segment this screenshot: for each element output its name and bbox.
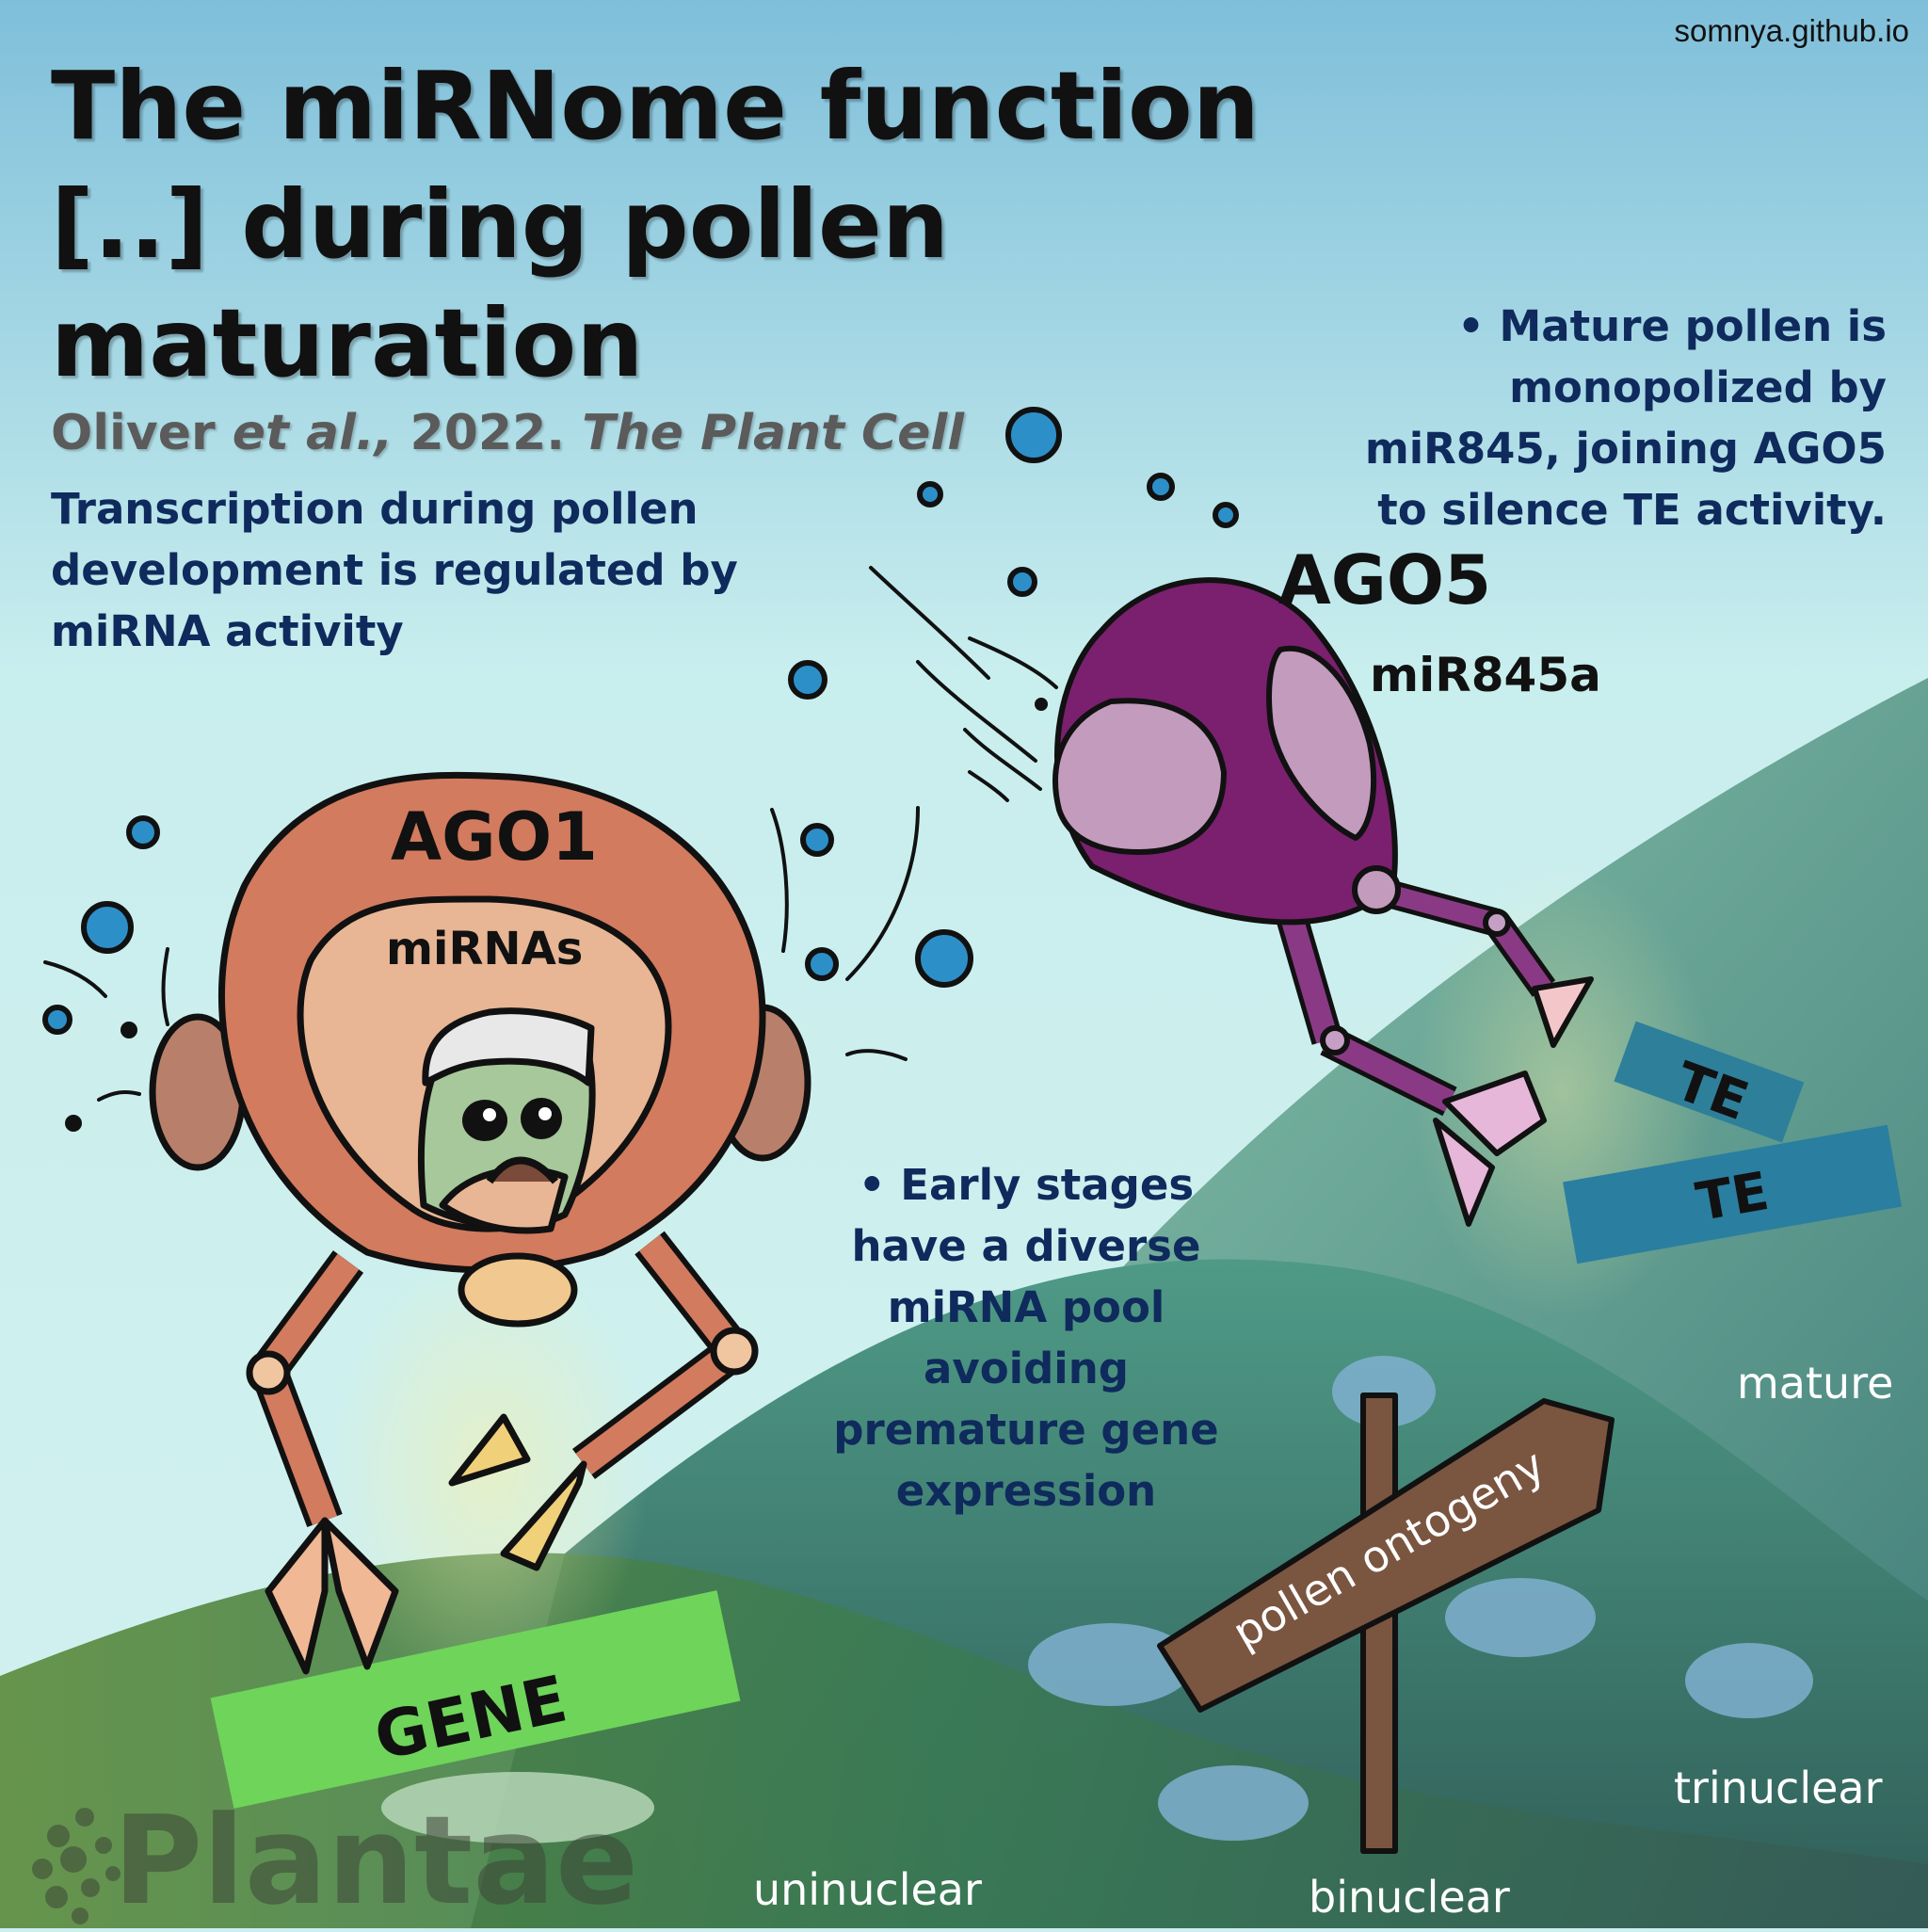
citation: Oliver et al., 2022. The Plant Cell: [51, 405, 964, 461]
intro-text: Transcription during pollen development …: [51, 484, 738, 656]
stage-binuclear: binuclear: [1309, 1872, 1510, 1923]
te-tag-2: [1563, 1124, 1903, 1264]
mirnas-label: miRNAs: [386, 923, 584, 975]
ago1-face: [462, 1098, 562, 1184]
motion-lines: [43, 566, 1058, 1102]
ponds: [381, 1356, 1813, 1843]
mature-note-bullet: •: [1457, 301, 1485, 351]
gene-tag: [210, 1590, 741, 1809]
early-note-text: Early stages have a diverse miRNA pool a…: [833, 1160, 1219, 1516]
stage-uninuclear: uninuclear: [753, 1864, 982, 1915]
early-note-bullet: •: [858, 1160, 886, 1210]
early-note: • Early stages have a diverse miRNA pool…: [819, 1154, 1233, 1521]
plantae-logo-mark: [32, 1808, 120, 1924]
ago1-character: [149, 771, 811, 1675]
ago5-label: AGO5: [1278, 540, 1492, 620]
stage-mature: mature: [1737, 1358, 1894, 1409]
ago5-character: [1052, 577, 1594, 1227]
credit-url: somnya.github.io: [1674, 13, 1909, 48]
mature-note: • Mature pollen is monopolized by miR845…: [1359, 296, 1887, 540]
ago1-label: AGO1: [391, 798, 598, 876]
te-tag-1: [1614, 1021, 1805, 1143]
plantae-logo: Plantae: [113, 1789, 639, 1932]
citation-etal: et al.,: [232, 405, 394, 461]
citation-journal: The Plant Cell: [582, 405, 965, 461]
mir845a-label: miR845a: [1370, 648, 1601, 702]
signpost: [1157, 1393, 1615, 1854]
bubbles: [42, 407, 1239, 1132]
citation-author: Oliver: [51, 405, 216, 461]
citation-year: 2022.: [410, 405, 566, 461]
te-label-2: TE: [1692, 1161, 1774, 1233]
page-title: The miRNome function [..] during pollen …: [51, 51, 1260, 398]
stage-trinuclear: trinuclear: [1674, 1763, 1883, 1813]
mature-note-text: Mature pollen is monopolized by miR845, …: [1364, 301, 1887, 535]
